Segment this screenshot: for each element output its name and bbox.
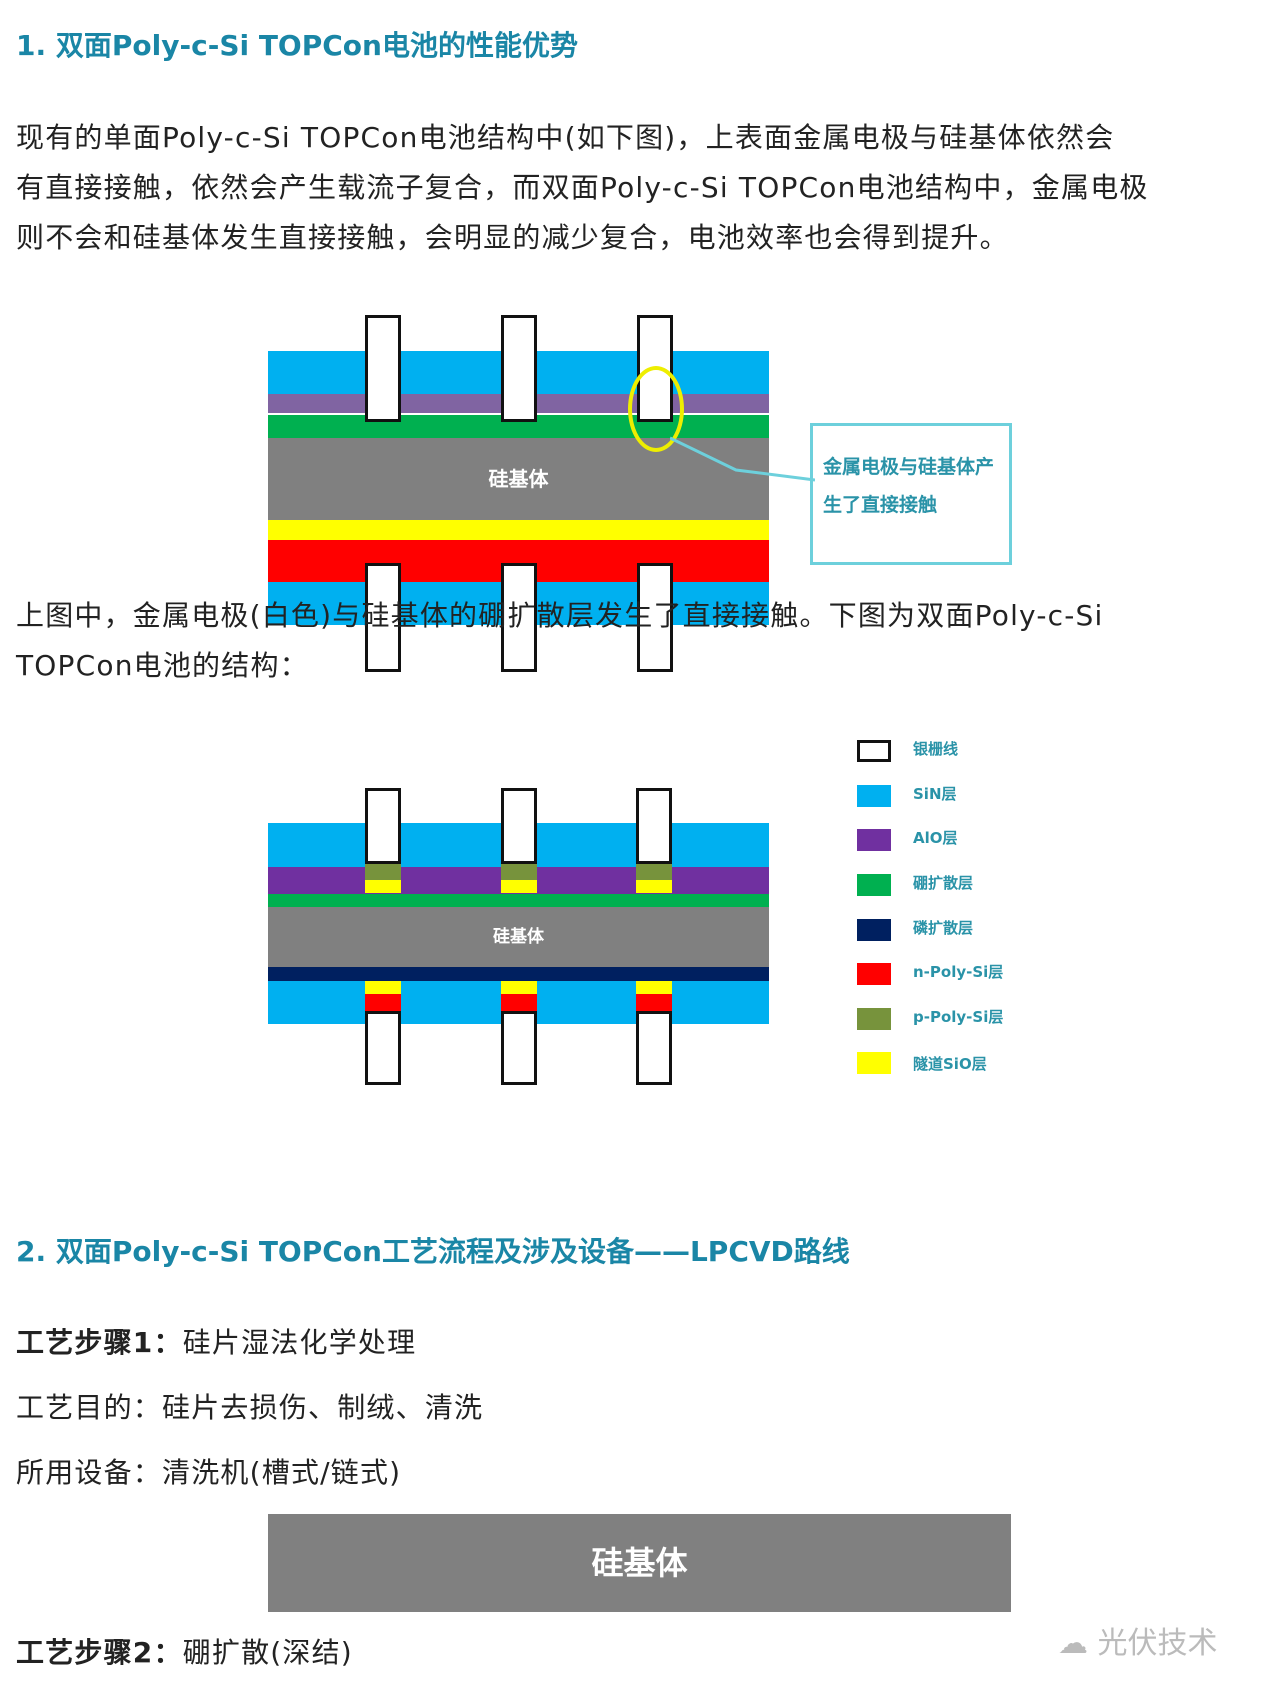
tunnel-sio-contact — [365, 880, 401, 893]
equipment-value: 清洗机(槽式/链式) — [162, 1456, 402, 1489]
electrode — [636, 788, 672, 864]
legend-swatch-phosphorus — [857, 919, 891, 941]
electrode — [365, 563, 401, 672]
silicon-substrate-block: 硅基体 — [268, 1514, 1011, 1612]
n-poly-contact — [501, 994, 537, 1011]
tunnel-sio-contact — [636, 981, 672, 994]
legend-swatch-n-poly — [857, 963, 891, 985]
legend-swatch-boron — [857, 874, 891, 896]
legend-label: n-Poly-Si层 — [913, 963, 1004, 981]
watermark: ☁ 光伏技术 — [1058, 1618, 1218, 1662]
section2-heading: 2. 双面Poly-c-Si TOPCon工艺流程及涉及设备——LPCVD路线 — [16, 1235, 850, 1268]
electrode — [637, 563, 673, 672]
step2-value: 硼扩散(深结) — [182, 1636, 353, 1669]
legend-label: AlO层 — [913, 829, 958, 847]
tunnel-sio-contact — [501, 981, 537, 994]
paragraph-line: 有直接接触，依然会产生载流子复合，而双面Poly-c-Si TOPCon电池结构… — [16, 171, 1149, 204]
legend-label: 硼扩散层 — [913, 874, 974, 892]
callout-leader-line — [670, 436, 815, 482]
step1-value: 硅片湿法化学处理 — [182, 1326, 417, 1359]
n-poly-contact — [636, 994, 672, 1011]
purpose-label: 工艺目的： — [16, 1391, 163, 1424]
equipment-label: 所用设备： — [16, 1456, 163, 1489]
electrode — [365, 788, 401, 864]
wechat-icon: ☁ — [1058, 1626, 1098, 1661]
section1-heading: 1. 双面Poly-c-Si TOPCon电池的性能优势 — [16, 29, 578, 62]
electrode — [636, 1011, 672, 1085]
callout-box: 金属电极与硅基体产 生了直接接触 — [810, 423, 1012, 565]
legend-label: 隧道SiO层 — [913, 1055, 987, 1073]
callout-line: 金属电极与硅基体产 — [823, 456, 995, 478]
p-poly-contact — [365, 864, 401, 880]
boron-diffusion-layer — [268, 894, 769, 907]
highlight-circle — [628, 366, 684, 452]
tunnel-sio-contact — [636, 880, 672, 893]
legend-label: 磷扩散层 — [913, 919, 974, 937]
legend-swatch-sin — [857, 785, 891, 807]
paragraph-line: 上图中，金属电极(白色)与硅基体的硼扩散层发生了直接接触。下图为双面Poly-c… — [16, 599, 1104, 632]
electrode — [365, 315, 401, 422]
electrode — [365, 1011, 401, 1085]
phosphorus-diffusion-layer — [268, 967, 769, 981]
p-poly-contact — [501, 864, 537, 880]
legend-label: SiN层 — [913, 785, 957, 803]
silicon-substrate: 硅基体 — [268, 438, 769, 520]
legend-swatch-p-poly — [857, 1008, 891, 1030]
silicon-substrate: 硅基体 — [268, 907, 769, 967]
tunnel-sio-contact — [501, 880, 537, 893]
tunnel-sio-contact — [365, 981, 401, 994]
legend-label: 银栅线 — [913, 740, 959, 758]
electrode — [501, 315, 537, 422]
legend-swatch-alo — [857, 829, 891, 851]
electrode — [501, 788, 537, 864]
paragraph-line: TOPCon电池的结构： — [16, 649, 309, 682]
tunnel-sio-layer — [268, 520, 769, 540]
step2-label: 工艺步骤2： — [16, 1636, 183, 1669]
legend-swatch-silver-grid — [857, 740, 891, 762]
legend-swatch-tunnel-sio — [857, 1052, 891, 1074]
electrode — [501, 1011, 537, 1085]
p-poly-contact — [636, 864, 672, 880]
paragraph-line: 现有的单面Poly-c-Si TOPCon电池结构中(如下图)，上表面金属电极与… — [16, 121, 1115, 154]
step1-label: 工艺步骤1： — [16, 1326, 183, 1359]
paragraph-line: 则不会和硅基体发生直接接触，会明显的减少复合，电池效率也会得到提升。 — [16, 221, 1009, 254]
watermark-text: 光伏技术 — [1097, 1626, 1218, 1661]
callout-line: 生了直接接触 — [823, 494, 938, 516]
n-poly-contact — [365, 994, 401, 1011]
legend-label: p-Poly-Si层 — [913, 1008, 1004, 1026]
purpose-value: 硅片去损伤、制绒、清洗 — [162, 1391, 484, 1424]
electrode — [501, 563, 537, 672]
